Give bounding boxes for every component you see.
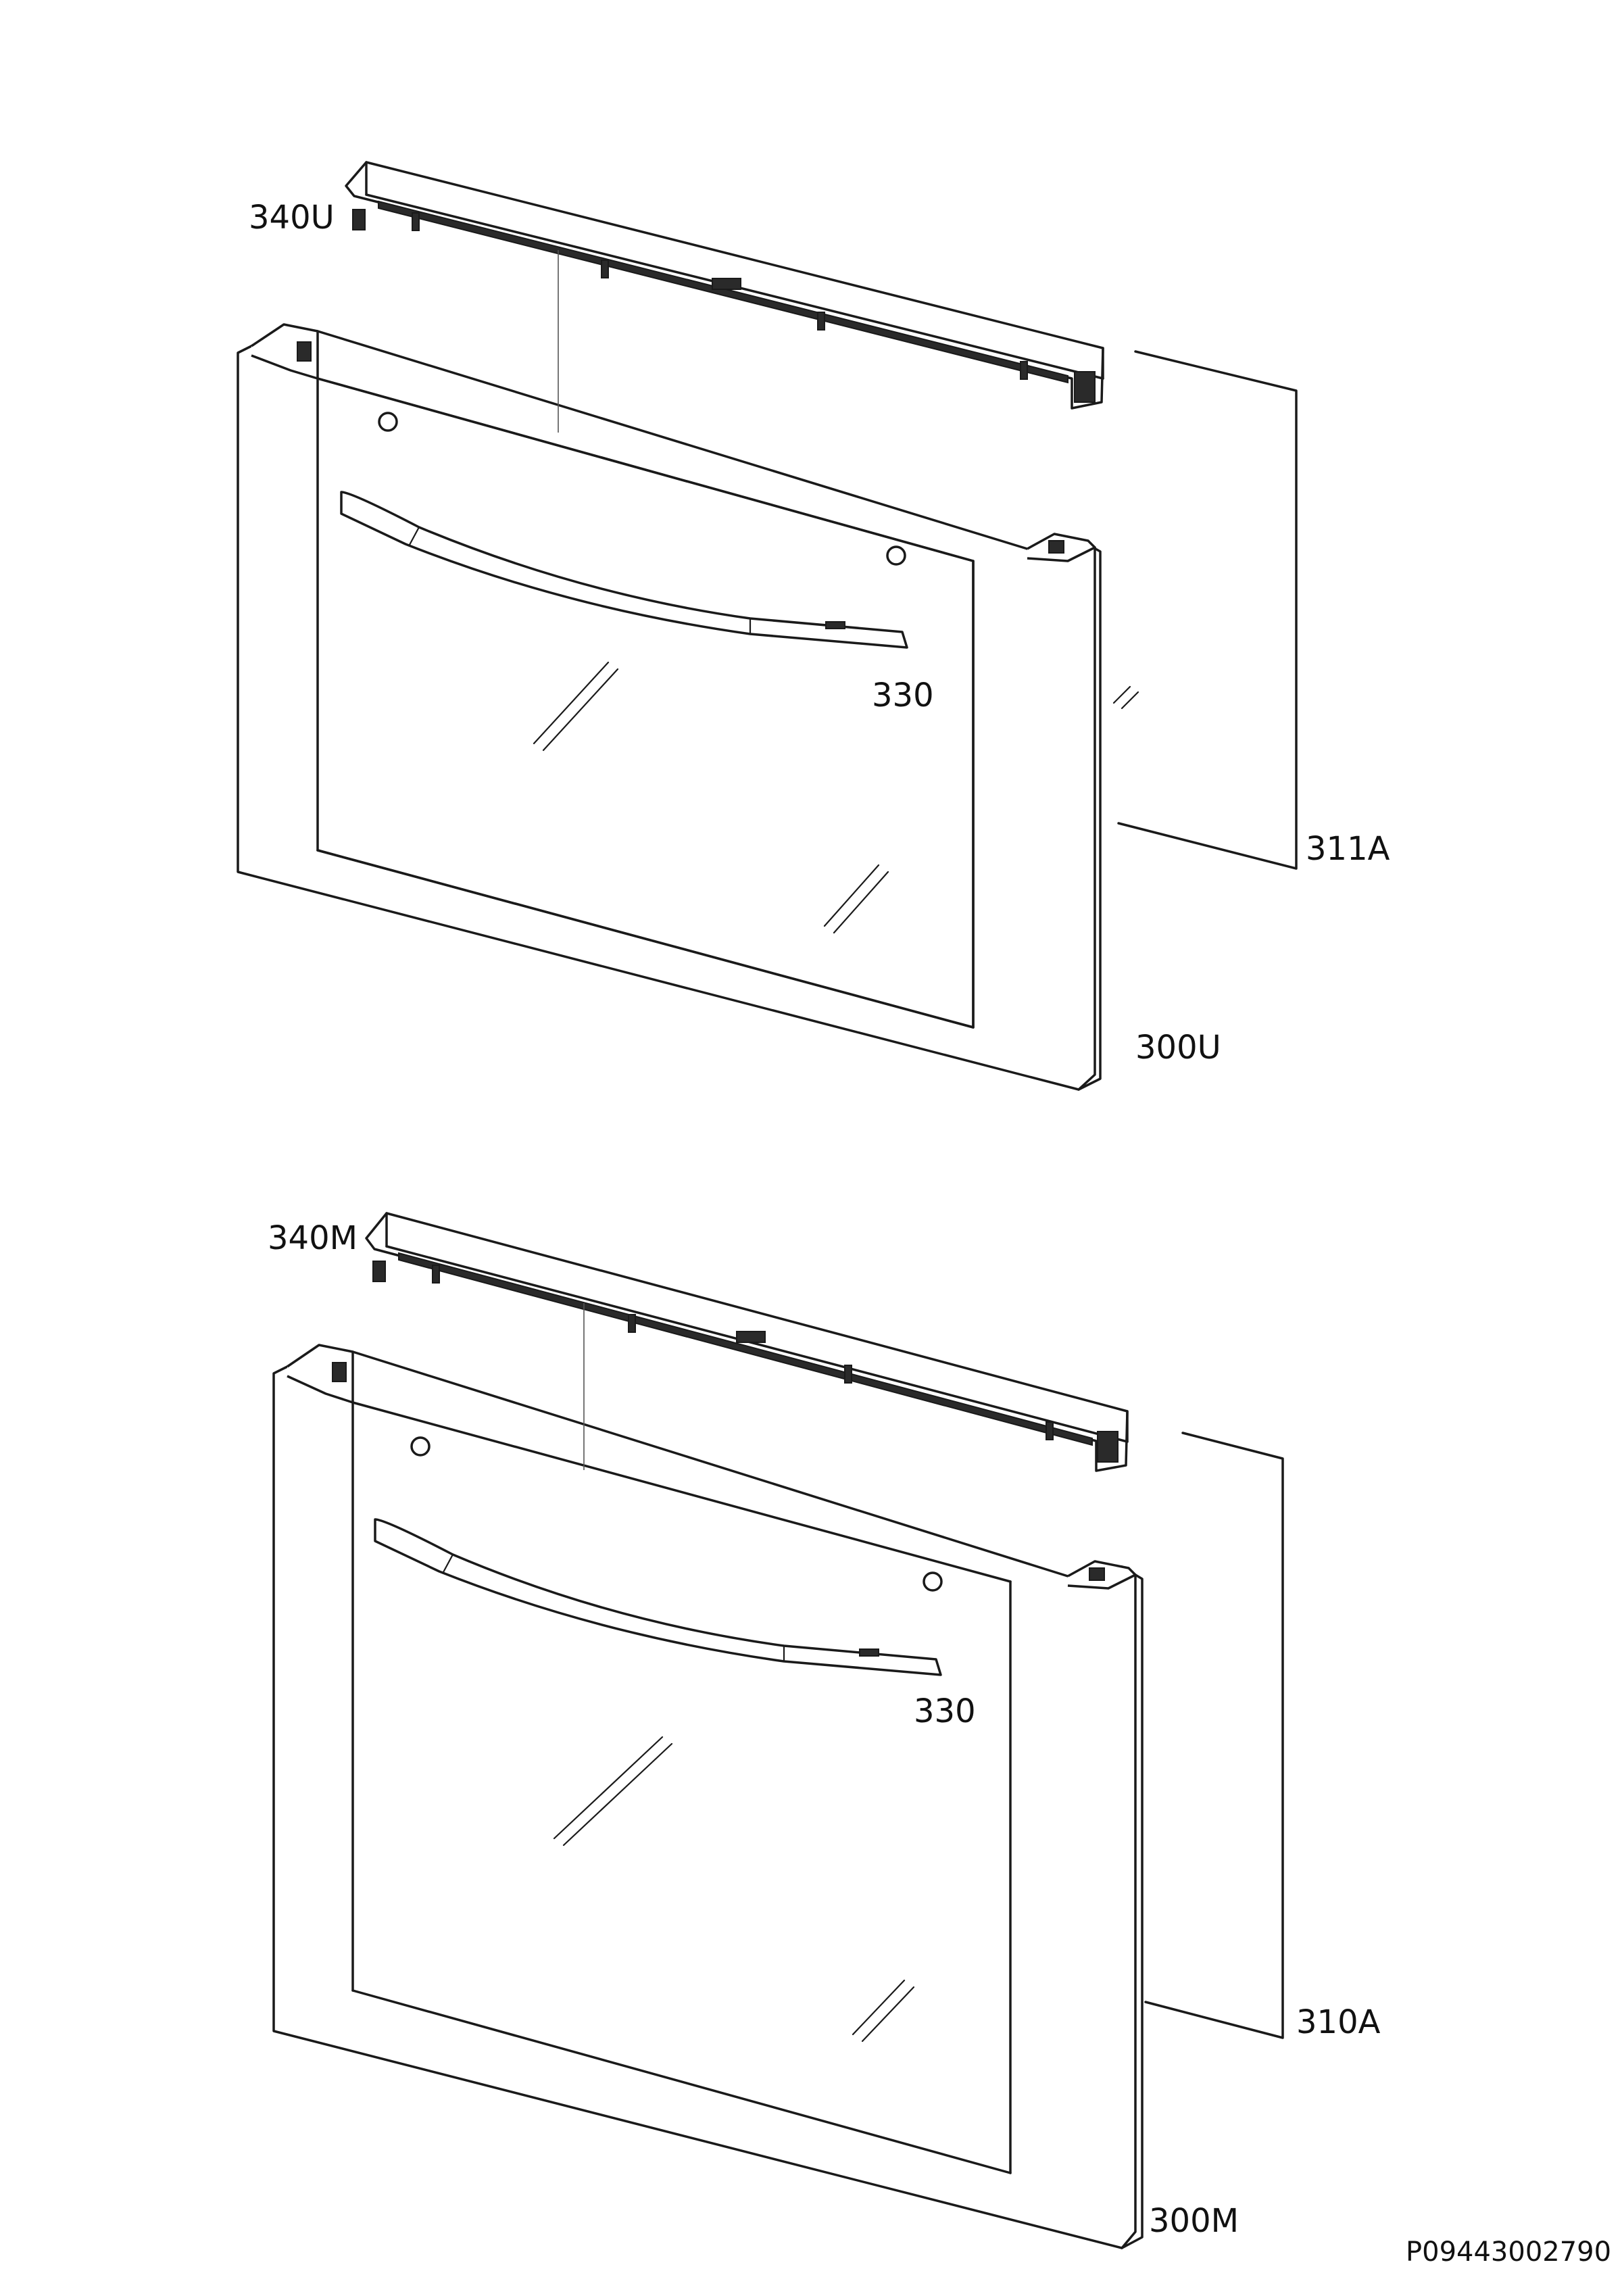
lower-top-trim (365, 1212, 1129, 1472)
label-330-lower: 330 (914, 1692, 976, 1730)
lower-trim-clips (372, 1261, 1119, 1463)
upper-door-assembly: 340U 330 311A 300U (237, 161, 1390, 1091)
lower-glass-panel (1144, 1432, 1284, 2039)
upper-handle (340, 491, 908, 649)
label-330-upper: 330 (872, 677, 934, 714)
label-300U: 300U (1135, 1029, 1221, 1067)
upper-glass-panel (1112, 350, 1298, 870)
lower-door-body (272, 1344, 1144, 2249)
label-310A: 310A (1296, 2003, 1381, 2041)
upper-trim-clips (352, 209, 1096, 403)
label-311A: 311A (1306, 830, 1390, 868)
lower-handle (374, 1518, 942, 1676)
label-340M: 340M (268, 1219, 358, 1257)
label-340U: 340U (249, 199, 335, 237)
upper-door-body (237, 323, 1102, 1091)
lower-door-assembly: 340M 330 310A 300M (268, 1212, 1381, 2249)
label-300M: 300M (1149, 2202, 1239, 2240)
reference-code: P09443002790 (1406, 2237, 1611, 2268)
upper-top-trim (345, 161, 1104, 433)
